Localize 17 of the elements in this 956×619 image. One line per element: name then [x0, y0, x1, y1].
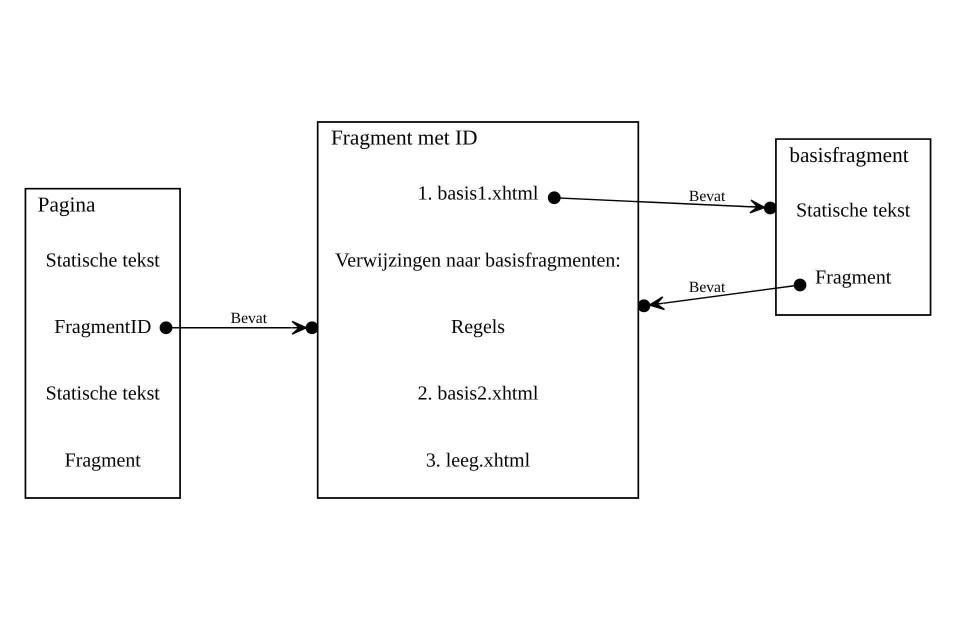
edge-label: Bevat	[688, 188, 726, 205]
arrow	[548, 190, 777, 214]
node-text: 3. leeg.xhtml	[426, 448, 530, 471]
arrow	[160, 320, 318, 334]
node-text: Statische tekst	[46, 382, 160, 404]
node-text: Statische tekst	[46, 248, 160, 271]
node-text: Fragment	[64, 448, 141, 471]
edge-label: Bevat	[230, 310, 268, 327]
node-text: FragmentID	[54, 315, 152, 338]
arrow	[638, 278, 806, 312]
node-text: Verwijzingen naar basisfragmenten:	[335, 248, 621, 271]
node-text: Regels	[450, 315, 506, 338]
node-text: Fragment	[815, 266, 892, 288]
node-text: 1. basis1.xhtml	[418, 182, 538, 204]
node-text: 2. basis2.xhtml	[418, 382, 538, 404]
edge-label: Bevat	[688, 278, 726, 296]
node-text: Statische tekst	[796, 199, 910, 222]
